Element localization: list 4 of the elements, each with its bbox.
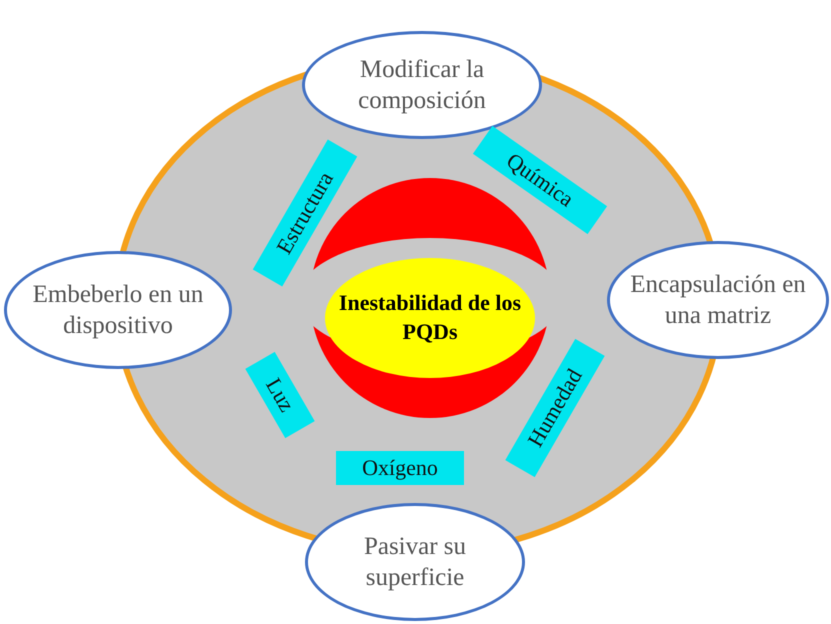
goal-ellipse: Modificar la composición	[302, 31, 542, 139]
goal-ellipse: Pasivar su superficie	[305, 503, 525, 621]
goal-ellipse: Embeberlo en un dispositivo	[4, 251, 232, 369]
factor-label: Oxígeno	[336, 451, 464, 485]
